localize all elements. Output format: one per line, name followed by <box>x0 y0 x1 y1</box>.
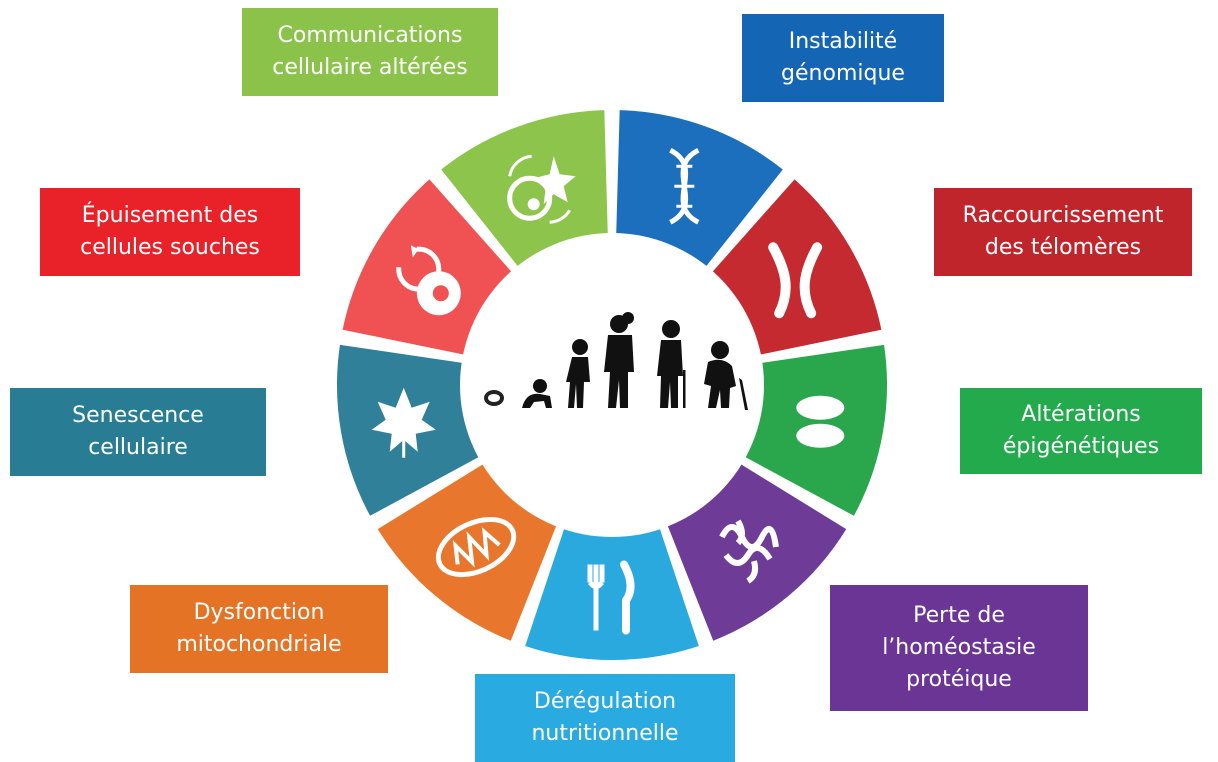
label-dysfonction-mitochondriale: Dysfonction mitochondriale <box>130 585 388 673</box>
wheel-segment-comm <box>441 110 608 270</box>
mitochondrion-icon <box>435 516 517 578</box>
label-instabilite-genomique: Instabilité génomique <box>742 14 944 102</box>
dna-icon <box>669 148 700 225</box>
protein-icon <box>719 519 779 584</box>
stem-cell-icon <box>396 245 461 316</box>
label-epuisement-cellules-souches: Épuisement des cellules souches <box>40 188 300 276</box>
label-alterations-epigenetiques: Altérations épigénétiques <box>960 388 1202 474</box>
wheel-segment-prot <box>666 462 847 641</box>
fork-knife-icon <box>587 560 635 635</box>
wheel-segment-telo <box>710 179 882 356</box>
chromosome-icon <box>768 242 823 319</box>
label-raccourcissement-telomeres: Raccourcissement des télomères <box>934 188 1192 276</box>
wheel-segment-stem <box>342 179 514 356</box>
label-deregulation-nutritionnelle: Dérégulation nutritionnelle <box>475 674 735 762</box>
wheel-segment-nutr <box>525 525 699 660</box>
wheel-segment-inst <box>616 110 783 270</box>
label-senescence-cellulaire: Senescence cellulaire <box>10 388 266 476</box>
histone-icon <box>796 395 845 448</box>
cell-communication-icon <box>507 154 576 224</box>
maple-leaf-icon <box>371 387 436 458</box>
label-perte-homeostasie-proteique: Perte de l’homéostasie protéique <box>830 585 1088 711</box>
label-communications-cellulaires: Communications cellulaire altérées <box>242 8 498 96</box>
human-lifespan-silhouettes-icon <box>484 312 748 410</box>
wheel-segment-mito <box>377 462 558 641</box>
